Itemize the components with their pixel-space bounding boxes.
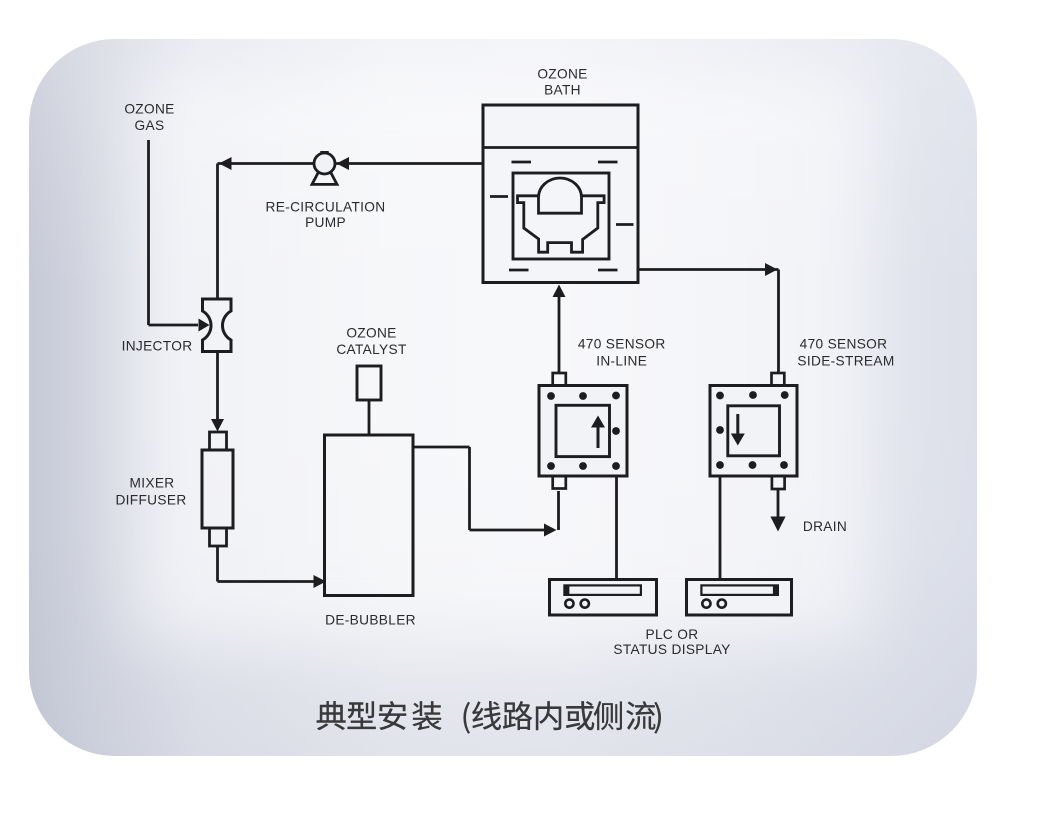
svg-text:OZONE: OZONE <box>124 102 174 117</box>
svg-text:MIXER: MIXER <box>130 476 175 491</box>
svg-text:470 SENSOR: 470 SENSOR <box>578 337 666 352</box>
svg-text:CATALYST: CATALYST <box>336 342 407 357</box>
svg-text:PLC OR: PLC OR <box>646 627 699 642</box>
svg-text:OZONE: OZONE <box>346 326 396 341</box>
svg-text:RE-CIRCULATION: RE-CIRCULATION <box>266 200 386 215</box>
svg-text:SIDE-STREAM: SIDE-STREAM <box>797 354 894 369</box>
svg-text:IN-LINE: IN-LINE <box>596 354 647 369</box>
svg-text:PUMP: PUMP <box>305 215 346 230</box>
svg-text:BATH: BATH <box>544 83 581 98</box>
svg-text:GAS: GAS <box>135 118 165 133</box>
svg-text:470 SENSOR: 470 SENSOR <box>800 337 888 352</box>
svg-text:DIFFUSER: DIFFUSER <box>115 493 186 508</box>
svg-text:INJECTOR: INJECTOR <box>122 339 193 354</box>
svg-text:DRAIN: DRAIN <box>803 519 847 534</box>
svg-text:DE-BUBBLER: DE-BUBBLER <box>325 613 416 628</box>
svg-text:OZONE: OZONE <box>537 67 587 82</box>
svg-text:STATUS DISPLAY: STATUS DISPLAY <box>613 642 730 657</box>
